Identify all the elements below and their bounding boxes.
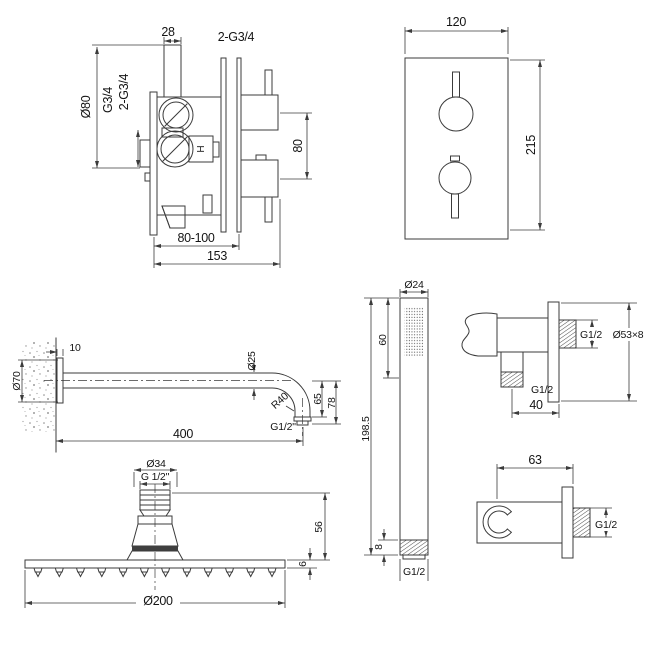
holder-thread [572,507,591,538]
spray-face [404,307,424,357]
label-side-ports: 2-G3/4 [117,73,131,110]
label-port-thread: G3/4 [101,87,115,113]
dim-label-56: 56 [313,521,325,533]
handle-bottom [240,159,279,198]
dim-label-215: 215 [524,135,538,155]
holder-ring-outer [482,505,513,539]
dim-label-d200: Ø200 [143,594,173,608]
wall-outlet-view: G1/2 Ø53×8 G1/2 40 [461,301,650,418]
label-hand-shower-thread: G1/2 [403,566,425,578]
holder-dimensions: 63 G1/2 [496,453,621,538]
holder-wall-flange [561,486,574,559]
wall-outlet-geometry [461,301,577,403]
shower-head-geometry [24,484,286,590]
outlet-down-pipe [500,351,524,373]
dim-label-10: 10 [69,342,81,354]
bottom-outlet [161,205,186,229]
dim-label-78: 78 [326,397,338,409]
outlet-inlet-thread [558,319,577,349]
shower-head-view: Ø34 G 1/2" 56 6 Ø200 [24,458,330,608]
label-arm-thread: G1/2" [270,421,296,433]
port-circle-top [158,97,194,133]
dim-label-d70: Ø70 [11,371,23,391]
valve-side-dimensions: 28 2-G3/4 Ø80 G3/4 2-G3/4 H 80 80-100 15… [79,25,312,268]
label-top-ports: 2-G3/4 [218,30,255,44]
side-port [139,139,151,168]
dim-label-80: 80 [291,139,305,153]
face-plate [236,57,242,233]
dim-label-r40: R40 [269,390,291,412]
dim-label-198-5: 198.5 [360,416,372,442]
shower-arm-geometry [22,337,312,453]
valve-front-plate [404,57,509,240]
outlet-wall-flange [547,301,560,403]
arm-tube-inner [62,387,296,418]
knob-top [438,96,474,132]
wall-stipple [22,342,56,432]
dim-label-d80: Ø80 [79,95,93,118]
dim-label-63: 63 [528,453,542,467]
handle-top [240,94,279,131]
dim-label-d53x8: Ø53×8 [613,329,644,341]
hand-shower-view: Ø24 60 198.5 8 G1/2 [360,279,429,581]
outlet-body [496,317,549,353]
arm-tube-outer [62,372,311,418]
dim-label-d34: Ø34 [146,458,166,470]
top-inlet-pipe [163,44,182,98]
dim-label-28: 28 [161,25,175,39]
dim-label-80-100: 80-100 [177,231,214,245]
shower-arm-view: 10 Ø70 Ø25 R40 65 78 G1/2" 400 [11,337,341,453]
hand-shower-geometry [399,297,429,560]
dim-label-60: 60 [377,334,389,346]
trim-plate [220,57,227,233]
head-plate [24,559,286,569]
shower-head-dimensions: Ø34 G 1/2" 56 6 Ø200 [24,458,330,608]
holder-view: 63 G1/2 [476,453,621,559]
valve-side-view: 28 2-G3/4 Ø80 G3/4 2-G3/4 H 80 80-100 15… [79,25,312,268]
dim-label-8: 8 [373,544,385,550]
handle-bottom-stem [264,196,273,223]
hand-shower-dimensions: Ø24 60 198.5 8 G1/2 [360,279,429,581]
dim-label-400: 400 [173,427,193,441]
dim-label-65: 65 [312,393,324,405]
valve-front-geometry [404,57,509,240]
dim-label-d25: Ø25 [246,351,258,371]
dim-label-40: 40 [529,398,543,412]
knob-bottom [438,161,472,195]
dim-label-153: 153 [207,249,227,263]
holder-ring-inner [487,510,509,534]
outlet-down-thread [500,371,524,388]
port-circle-bottom [156,130,194,168]
dim-label-120: 120 [446,15,466,29]
hand-shower-thread [399,539,429,556]
handle-top-stem [264,69,273,96]
label-head-thread: G 1/2" [141,471,170,483]
valve-front-dimensions: 120 215 [404,15,545,231]
valve-side-geometry [139,44,279,236]
label-holder-thread: G1/2 [595,519,617,531]
holder-geometry [476,486,591,559]
wall-outlet-dimensions: G1/2 Ø53×8 G1/2 40 [511,302,650,418]
wall-plate [149,91,158,236]
dim-label-6: 6 [297,561,309,567]
label-outlet-inlet-thread: G1/2 [580,329,602,341]
hot-marker: H [194,145,205,152]
holder-body [476,501,563,544]
valve-front-view: 120 215 [404,15,545,240]
dim-label-d24: Ø24 [404,279,424,291]
label-outlet-down-thread: G1/2 [531,384,553,396]
holder-knob-profile [461,312,498,357]
